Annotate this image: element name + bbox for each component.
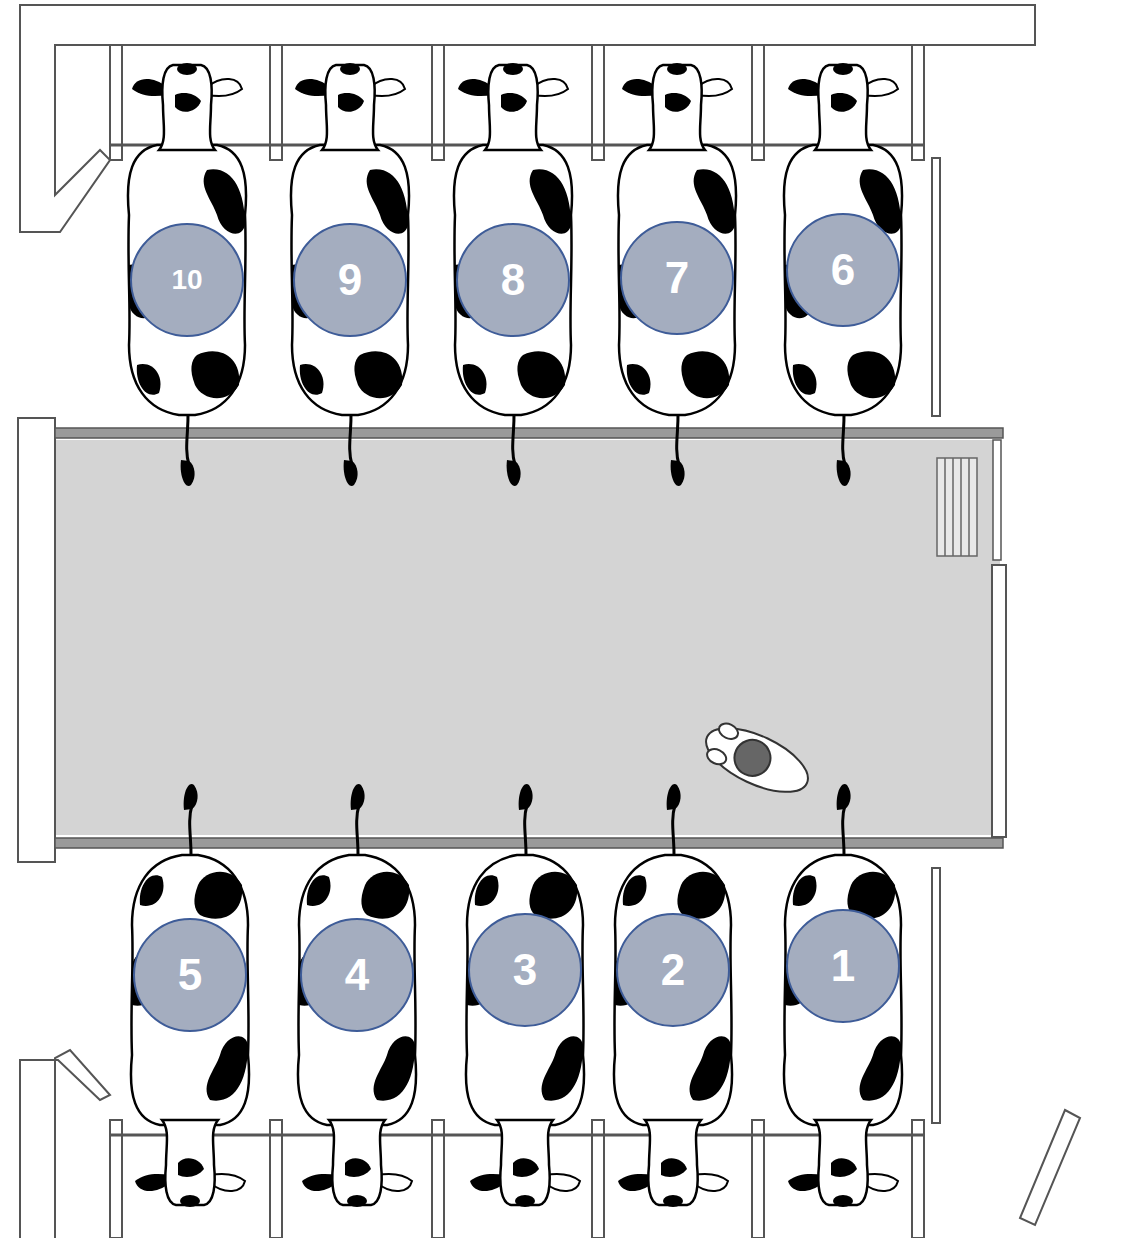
number-text: 2: [661, 948, 685, 992]
number-text: 4: [345, 953, 369, 997]
number-text: 3: [513, 948, 537, 992]
number-text: 9: [338, 258, 362, 302]
cow-number: 3: [468, 913, 582, 1027]
number-text: 8: [501, 258, 525, 302]
number-text: 10: [171, 266, 202, 294]
number-text: 7: [665, 256, 689, 300]
cow-number: 5: [133, 918, 247, 1032]
number-text: 1: [831, 944, 855, 988]
cow-number: 8: [456, 223, 570, 337]
cow-number: 1: [786, 909, 900, 1023]
cow-number: 9: [293, 223, 407, 337]
cow-number: 6: [786, 213, 900, 327]
number-text: 6: [831, 248, 855, 292]
cow-number: 10: [130, 223, 244, 337]
cow-number: 2: [616, 913, 730, 1027]
number-text: 5: [178, 953, 202, 997]
cow-number: 4: [300, 918, 414, 1032]
cow-number: 7: [620, 221, 734, 335]
